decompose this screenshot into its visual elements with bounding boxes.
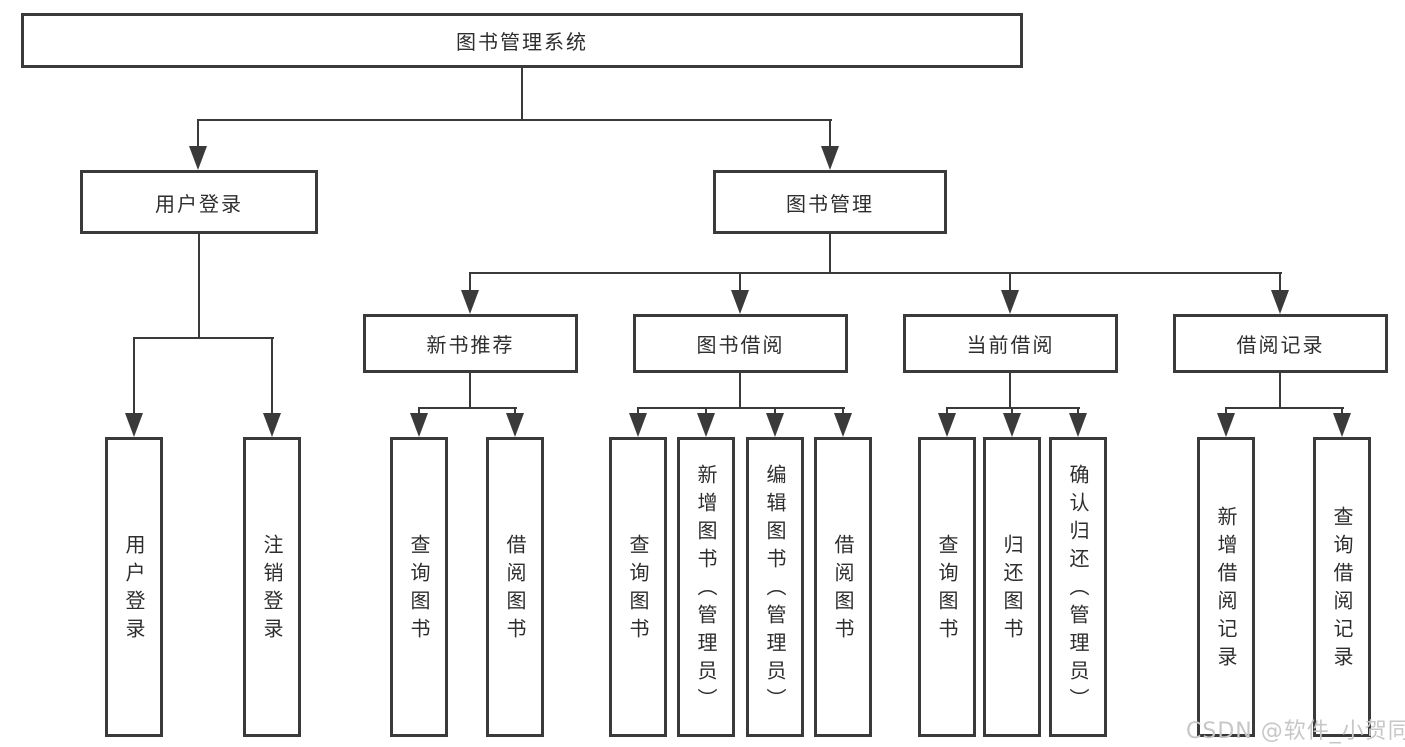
leaf-query-borrow-record: 查询借阅记录 — [1313, 437, 1371, 737]
connector-line — [1225, 407, 1344, 409]
connector-line — [133, 339, 135, 415]
arrow-down-icon — [410, 413, 428, 437]
leaf-edit-books-admin: 编辑图书（管理员） — [746, 437, 804, 737]
arrow-down-icon — [766, 413, 784, 437]
connector-line — [197, 119, 832, 121]
arrow-down-icon — [697, 413, 715, 437]
leaf-borrow-books: 借阅图书 — [814, 437, 872, 737]
connector-line — [829, 234, 831, 274]
csdn-watermark: CSDN @软件_小贺同学 — [1186, 719, 1405, 744]
leaf-add-borrow-record: 新增借阅记录 — [1197, 437, 1255, 737]
leaf-query-books: 查询图书 — [918, 437, 976, 737]
connector-line — [133, 337, 274, 339]
arrow-down-icon — [1333, 413, 1351, 437]
connector-line — [469, 272, 1282, 274]
node-book-management: 图书管理 — [713, 170, 947, 234]
arrow-down-icon — [263, 413, 281, 437]
connector-line — [469, 373, 471, 409]
arrow-down-icon — [834, 413, 852, 437]
connector-line — [418, 407, 517, 409]
arrow-down-icon — [821, 146, 839, 170]
connector-line — [1009, 274, 1011, 292]
arrow-down-icon — [731, 290, 749, 314]
arrow-down-icon — [629, 413, 647, 437]
connector-line — [829, 121, 831, 150]
node-user-login: 用户登录 — [80, 170, 318, 234]
node-library-management-system: 图书管理系统 — [21, 13, 1023, 68]
connector-line — [469, 274, 471, 292]
connector-line — [1279, 274, 1281, 292]
arrow-down-icon — [1069, 413, 1087, 437]
node-current-borrowing: 当前借阅 — [903, 314, 1118, 373]
leaf-user-login: 用户登录 — [105, 437, 163, 737]
connector-line — [271, 339, 273, 415]
node-book-borrowing: 图书借阅 — [633, 314, 848, 373]
connector-line — [739, 274, 741, 292]
arrow-down-icon — [506, 413, 524, 437]
connector-line — [1279, 373, 1281, 409]
arrow-down-icon — [938, 413, 956, 437]
arrow-down-icon — [1003, 413, 1021, 437]
arrow-down-icon — [189, 146, 207, 170]
connector-line — [198, 234, 200, 339]
connector-line — [521, 68, 523, 121]
node-borrowing-records: 借阅记录 — [1173, 314, 1388, 373]
leaf-add-books-admin: 新增图书（管理员） — [677, 437, 735, 737]
leaf-return-books: 归还图书 — [983, 437, 1041, 737]
arrow-down-icon — [1001, 290, 1019, 314]
connector-line — [1009, 373, 1011, 409]
leaf-confirm-return-admin: 确认归还（管理员） — [1049, 437, 1107, 737]
arrow-down-icon — [461, 290, 479, 314]
connector-line — [637, 407, 845, 409]
connector-line — [739, 373, 741, 409]
leaf-logout: 注销登录 — [243, 437, 301, 737]
connector-line — [197, 121, 199, 150]
leaf-query-books: 查询图书 — [390, 437, 448, 737]
arrow-down-icon — [1217, 413, 1235, 437]
leaf-borrow-books: 借阅图书 — [486, 437, 544, 737]
connector-line — [946, 407, 1080, 409]
arrow-down-icon — [125, 413, 143, 437]
arrow-down-icon — [1271, 290, 1289, 314]
leaf-query-books: 查询图书 — [609, 437, 667, 737]
node-new-book-recommendation: 新书推荐 — [363, 314, 578, 373]
